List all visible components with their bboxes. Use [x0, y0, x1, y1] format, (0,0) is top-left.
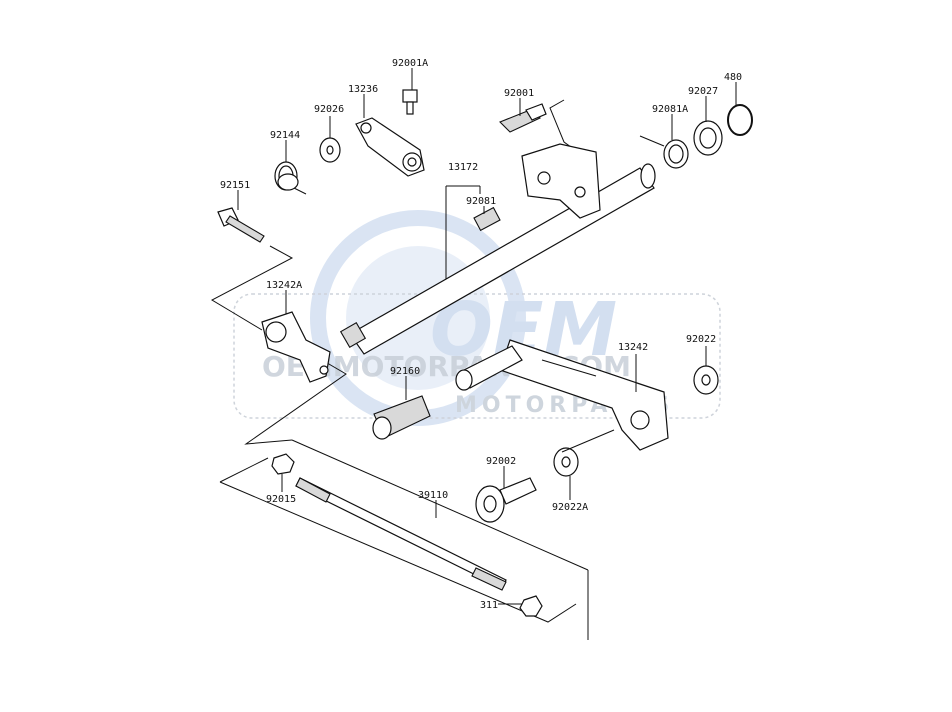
watermark-banner: [233, 293, 721, 419]
label-92144: 92144: [270, 130, 300, 141]
part-92001-pin: [499, 103, 547, 133]
label-92151: 92151: [220, 180, 250, 191]
part-92015-nut: [271, 453, 295, 475]
part-92002-pivot-bolt: [475, 477, 537, 523]
part-13236-arm: [355, 117, 425, 177]
label-13236: 13236: [348, 84, 378, 95]
label-92027: 92027: [688, 86, 718, 97]
label-92160: 92160: [390, 366, 420, 377]
part-13242A-lever-end: [261, 311, 331, 383]
part-92026-washer: [319, 137, 341, 163]
part-92081A-spring: [639, 135, 689, 169]
bracket-rod-top: [291, 439, 589, 571]
label-92001A: 92001A: [392, 58, 428, 69]
part-labels: 92001A 13236 92026 92144 92151 92001 131…: [220, 58, 742, 611]
label-480: 480: [724, 72, 742, 83]
leader-lines: [237, 68, 737, 605]
part-92081-spring: [473, 206, 501, 232]
part-311-nut: [519, 595, 543, 617]
label-92081: 92081: [466, 196, 496, 207]
part-92027-collar: [693, 120, 723, 156]
part-92022A-washer: [553, 447, 579, 477]
label-311: 311: [480, 600, 498, 611]
part-92160-spring: [372, 395, 431, 440]
label-92022: 92022: [686, 334, 716, 345]
label-92015: 92015: [266, 494, 296, 505]
bracket-92001: [549, 99, 579, 153]
part-480-circlip: [727, 104, 753, 136]
label-92022A: 92022A: [552, 502, 588, 513]
bracket-rod-bottom: [219, 481, 577, 623]
label-39110: 39110: [418, 490, 448, 501]
label-92081A: 92081A: [652, 104, 688, 115]
bracket-lever-top: [231, 311, 263, 331]
label-13242: 13242: [618, 342, 648, 353]
part-92001A-bolt: [402, 89, 418, 115]
part-shift-plate: [521, 143, 601, 219]
part-92022-washer: [693, 365, 719, 395]
part-92151-bolt: [217, 207, 265, 243]
part-13242-lever: [455, 339, 669, 451]
part-92144-spring: [274, 161, 307, 195]
bracket-rod-left: [219, 457, 269, 483]
bracket-bolt: [210, 245, 294, 313]
label-13172: 13172: [448, 162, 478, 173]
bracket-lever-bottom: [244, 359, 347, 445]
label-13242A: 13242A: [266, 280, 302, 291]
part-39110-tie-rod: [295, 477, 507, 591]
label-92002: 92002: [486, 456, 516, 467]
label-92026: 92026: [314, 104, 344, 115]
label-92001: 92001: [504, 88, 534, 99]
